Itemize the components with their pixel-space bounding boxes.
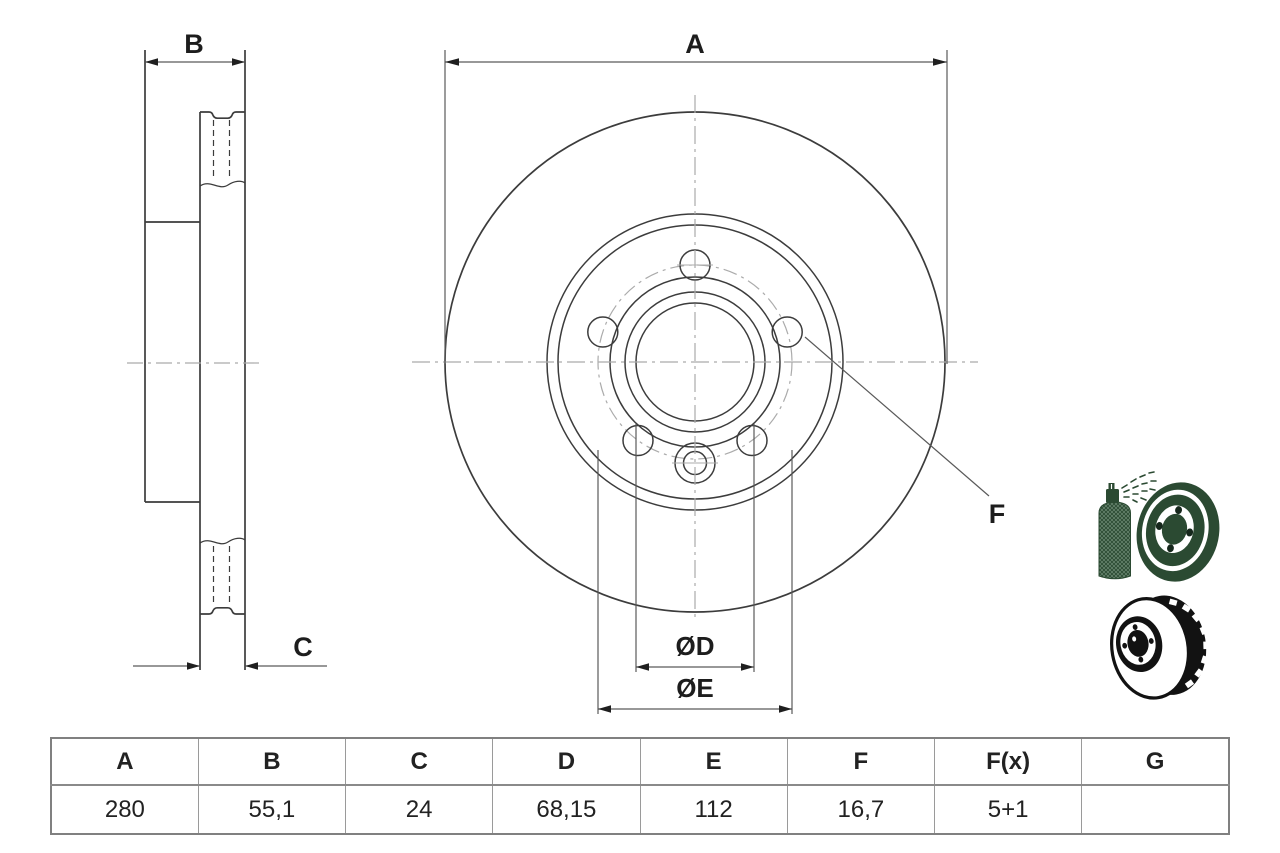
col-header-c: C bbox=[344, 737, 494, 786]
value-c: 24 bbox=[344, 784, 494, 835]
hub-bolt-holes bbox=[1122, 624, 1154, 663]
col-header-f: F bbox=[786, 737, 936, 786]
coated-disc bbox=[1136, 482, 1220, 582]
label-b: B bbox=[184, 29, 204, 59]
value-b: 55,1 bbox=[197, 784, 347, 835]
spray-can-with-disc-icon bbox=[1098, 471, 1220, 582]
value-d: 68,15 bbox=[492, 784, 641, 835]
col-header-d: D bbox=[492, 737, 641, 786]
dimension-e: ØE bbox=[597, 450, 793, 714]
col-header-a: A bbox=[50, 737, 199, 786]
dimension-a: A bbox=[444, 29, 948, 364]
value-a: 280 bbox=[50, 784, 199, 835]
front-view bbox=[412, 95, 978, 622]
spray-can-cap bbox=[1106, 489, 1119, 503]
vented-brake-disc-icon bbox=[1110, 595, 1209, 700]
dimension-d: ØD bbox=[635, 424, 755, 672]
value-g bbox=[1081, 784, 1230, 835]
vent-slots bbox=[1168, 598, 1209, 689]
label-a: A bbox=[685, 29, 705, 59]
col-header-g: G bbox=[1081, 737, 1230, 786]
arrowhead bbox=[933, 58, 947, 66]
label-c: C bbox=[293, 632, 313, 662]
arrowhead bbox=[232, 58, 245, 66]
spray-can-body bbox=[1098, 501, 1131, 580]
label-e: ØE bbox=[676, 673, 714, 703]
break-line-bottom bbox=[199, 537, 246, 545]
arrowhead bbox=[741, 663, 754, 671]
spray-mist bbox=[1121, 471, 1157, 503]
rotor-top-edge bbox=[200, 111, 245, 120]
value-f: 16,7 bbox=[786, 784, 936, 835]
col-header-fx: F(x) bbox=[933, 737, 1083, 786]
col-header-e: E bbox=[639, 737, 788, 786]
col-header-b: B bbox=[197, 737, 347, 786]
arrowhead bbox=[779, 705, 792, 713]
table-header-row: A B C D E F F(x) G bbox=[50, 737, 1230, 786]
hub bbox=[1115, 616, 1163, 673]
dimension-c: C bbox=[133, 632, 327, 670]
vent-dashed-lines bbox=[212, 120, 231, 606]
value-fx: 5+1 bbox=[933, 784, 1083, 835]
dimension-table: A B C D E F F(x) G 280 55,1 24 68,15 112… bbox=[50, 737, 1230, 835]
break-line-top bbox=[199, 180, 246, 188]
label-d: ØD bbox=[676, 631, 715, 661]
table-value-row: 280 55,1 24 68,15 112 16,7 5+1 bbox=[50, 784, 1230, 835]
dimension-f: F bbox=[804, 336, 1006, 529]
arrowhead bbox=[636, 663, 649, 671]
value-e: 112 bbox=[639, 784, 788, 835]
coated-disc-bolt-holes bbox=[1155, 506, 1194, 553]
arrowhead bbox=[598, 705, 611, 713]
label-f: F bbox=[989, 499, 1006, 529]
rotor-bottom-edge bbox=[200, 606, 245, 615]
arrowhead bbox=[445, 58, 459, 66]
arrowhead bbox=[187, 662, 200, 670]
side-view bbox=[127, 50, 262, 670]
arrowhead bbox=[245, 662, 258, 670]
technical-drawing: B C bbox=[127, 29, 1220, 714]
arrowhead bbox=[145, 58, 158, 66]
dimension-b: B bbox=[145, 29, 245, 66]
